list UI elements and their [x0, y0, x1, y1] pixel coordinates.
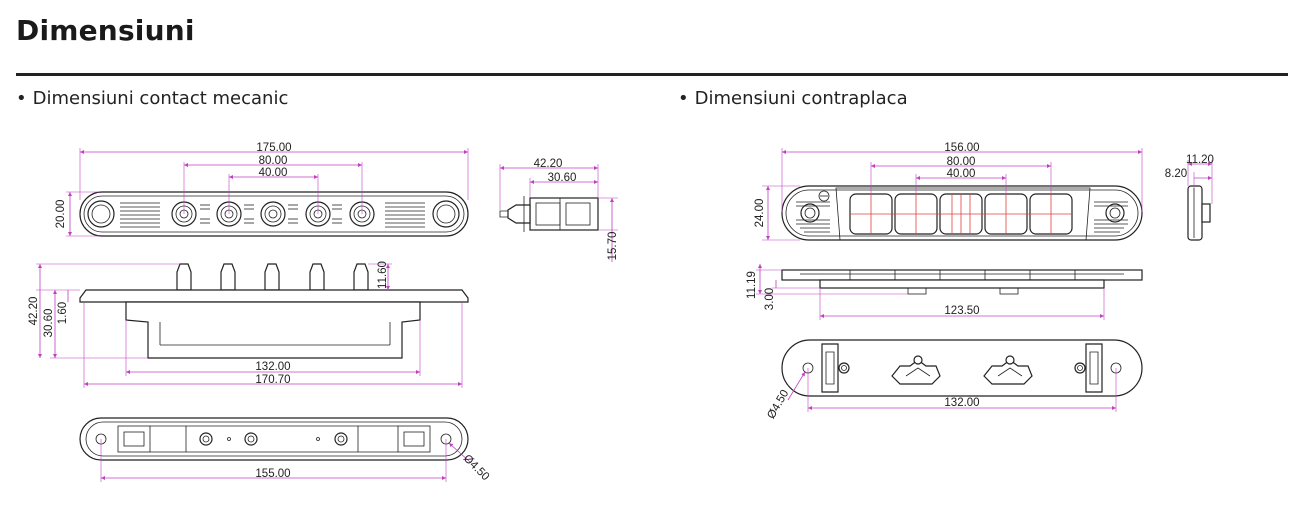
dim-170-70: 170.70	[255, 374, 290, 386]
dim-132-right: 132.00	[944, 397, 979, 409]
right-top-view: 156.00 80.00 40.00 24.00	[754, 142, 1143, 241]
right-section-heading: •Dimensiuni contraplaca	[678, 88, 908, 109]
dim-dia-4-50-right: Ø4.50	[765, 388, 791, 421]
bullet: •	[678, 88, 689, 109]
left-front-view: 42.20 30.60 1.60 11.60 132.00 170.70	[28, 261, 469, 388]
dim-1-60: 1.60	[57, 302, 69, 324]
dim-11-19: 11.19	[746, 271, 758, 299]
dim-80: 80.00	[259, 155, 288, 167]
right-front-view: 11.19 3.00 123.50	[746, 264, 1143, 320]
dim-3-00: 3.00	[764, 288, 776, 310]
dim-42-20-front: 42.20	[28, 297, 40, 326]
right-bottom-view: 132.00 Ø4.50	[765, 339, 1143, 421]
dim-20: 20.00	[55, 200, 67, 229]
dim-175: 175.00	[256, 142, 291, 154]
left-heading-text: Dimensiuni contact mecanic	[32, 88, 289, 109]
dim-11-20: 11.20	[1186, 154, 1214, 166]
dim-132-front: 132.00	[255, 361, 290, 373]
dim-80-right: 80.00	[947, 156, 976, 168]
left-side-view: 42.20 30.60 15.70	[499, 158, 619, 262]
left-top-view: 175.00 80.00 40.00 20.00	[55, 142, 469, 237]
dim-123-50: 123.50	[944, 305, 979, 317]
dim-155: 155.00	[255, 468, 290, 480]
left-section-heading: •Dimensiuni contact mecanic	[16, 88, 288, 109]
title-divider	[16, 73, 1288, 76]
dim-dia-4-50-left: Ø4.50	[461, 453, 492, 484]
dim-24: 24.00	[754, 199, 766, 228]
dim-156: 156.00	[944, 142, 979, 154]
dim-11-60: 11.60	[377, 261, 389, 289]
dim-40-right: 40.00	[947, 168, 976, 180]
dim-42-20-side: 42.20	[534, 158, 563, 170]
right-side-view: 11.20 8.20	[1165, 154, 1214, 241]
dim-30-60-side: 30.60	[548, 172, 577, 184]
dim-30-60-front: 30.60	[43, 309, 55, 338]
bullet: •	[16, 88, 27, 109]
dim-15-70: 15.70	[607, 232, 619, 261]
page-title: Dimensiuni	[16, 14, 195, 47]
right-heading-text: Dimensiuni contraplaca	[694, 88, 908, 109]
dim-8-20: 8.20	[1165, 168, 1187, 180]
left-bottom-view: 155.00 Ø4.50	[79, 417, 492, 484]
dim-40: 40.00	[259, 167, 288, 179]
